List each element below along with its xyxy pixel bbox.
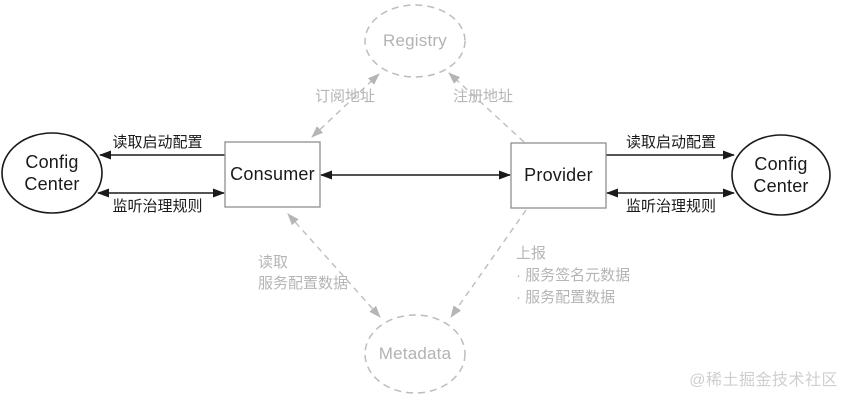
report-metadata-label-line3: · 服务配置数据 <box>516 289 616 306</box>
report-metadata-label-line2: · 服务签名元数据 <box>516 267 631 284</box>
juejin-watermark: @稀土掘金技术社区 <box>689 372 838 389</box>
provider-label: Provider <box>511 143 606 208</box>
metadata-node-label: Metadata <box>365 315 465 393</box>
provider-node <box>510 142 607 209</box>
registry-node <box>364 4 466 78</box>
read-startup-config-right-label: 读取启动配置 <box>625 134 716 151</box>
config-center-right-label: Config Center <box>736 135 826 215</box>
read-startup-config-left-label: 读取启动配置 <box>112 134 203 151</box>
edge-register-address-line <box>448 72 525 143</box>
consumer-label-text: Consumer <box>230 164 315 185</box>
report-metadata-label: 上报 · 服务签名元数据 · 服务配置数据 <box>516 243 630 309</box>
config-center-right-label-text: Config Center <box>753 153 809 197</box>
edge-read-metadata-line <box>287 213 381 318</box>
read-metadata-label-line2: 服务配置数据 <box>258 275 349 292</box>
config-center-left-node <box>1 132 103 214</box>
subscribe-address-label: 订阅地址 <box>314 88 375 105</box>
config-center-left-label-text: Config Center <box>24 151 80 195</box>
config-center-right-node <box>731 134 831 216</box>
registry-node-label: Registry <box>365 5 465 77</box>
listen-governance-rules-left-label: 监听治理规则 <box>112 198 203 215</box>
report-metadata-label-line1: 上报 <box>516 245 547 262</box>
read-metadata-label: 读取 服务配置数据 <box>258 252 348 294</box>
edge-report-metadata-line <box>450 209 527 318</box>
edge-subscribe-address-line <box>311 73 380 138</box>
metadata-label-text: Metadata <box>378 344 452 364</box>
listen-governance-rules-right-label: 监听治理规则 <box>625 198 716 215</box>
read-metadata-label-line1: 读取 <box>258 254 289 271</box>
metadata-node <box>364 314 466 394</box>
provider-label-text: Provider <box>524 165 593 186</box>
registry-label-text: Registry <box>383 31 447 51</box>
register-address-label: 注册地址 <box>452 88 513 105</box>
consumer-label: Consumer <box>225 142 320 207</box>
config-center-left-label: Config Center <box>7 133 97 213</box>
consumer-node <box>224 141 321 208</box>
